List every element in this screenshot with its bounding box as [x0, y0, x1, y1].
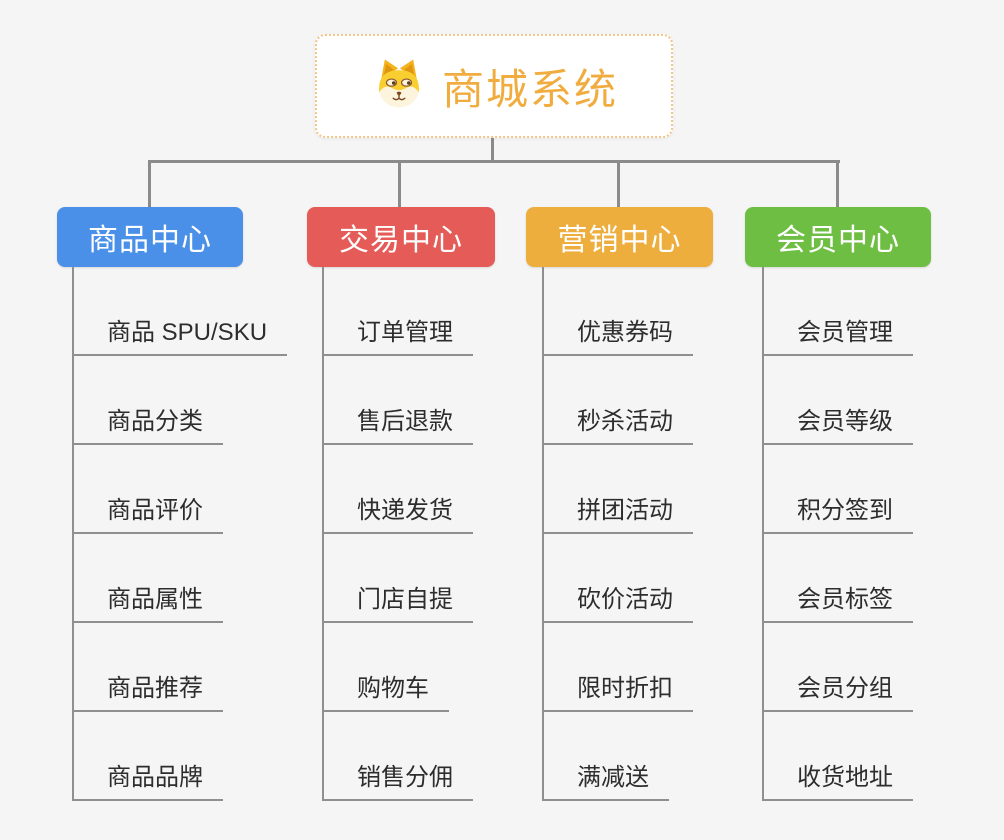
- branch-node-member-center[interactable]: 会员中心: [745, 207, 931, 267]
- leaf-item[interactable]: 收货地址: [762, 712, 913, 801]
- branch-node-marketing-center[interactable]: 营销中心: [526, 207, 713, 267]
- children-column-trade-center: 订单管理 售后退款 快递发货 门店自提 购物车 销售分佣: [322, 267, 473, 801]
- leaf-item[interactable]: 商品品牌: [72, 712, 223, 801]
- leaf-item[interactable]: 积分签到: [762, 445, 913, 534]
- leaf-item[interactable]: 拼团活动: [542, 445, 693, 534]
- leaf-item[interactable]: 商品 SPU/SKU: [72, 267, 288, 356]
- branch-node-product-center[interactable]: 商品中心: [57, 207, 243, 267]
- leaf-item[interactable]: 砍价活动: [542, 534, 693, 623]
- connector-drop-line: [836, 160, 839, 207]
- leaf-item[interactable]: 会员等级: [762, 356, 913, 445]
- root-topic-label: 商城系统: [441, 65, 618, 113]
- leaf-item[interactable]: 快递发货: [322, 445, 473, 534]
- leaf-item[interactable]: 门店自提: [322, 534, 473, 623]
- dog-face-icon: [370, 56, 428, 116]
- column-connector-line: [72, 267, 74, 801]
- connector-drop-line: [148, 160, 151, 207]
- column-connector-line: [322, 267, 324, 801]
- leaf-item[interactable]: 商品推荐: [72, 623, 223, 712]
- root-topic-node[interactable]: 商城系统: [315, 34, 673, 138]
- connector-rail-line: [148, 160, 840, 163]
- leaf-item[interactable]: 优惠券码: [542, 267, 693, 356]
- leaf-item[interactable]: 购物车: [322, 623, 449, 712]
- children-column-product-center: 商品 SPU/SKU 商品分类 商品评价 商品属性 商品推荐 商品品牌: [72, 267, 288, 801]
- leaf-item[interactable]: 秒杀活动: [542, 356, 693, 445]
- children-column-member-center: 会员管理 会员等级 积分签到 会员标签 会员分组 收货地址: [762, 267, 913, 801]
- leaf-item[interactable]: 会员管理: [762, 267, 913, 356]
- connector-drop-line: [617, 160, 620, 207]
- leaf-item[interactable]: 售后退款: [322, 356, 473, 445]
- leaf-item[interactable]: 会员标签: [762, 534, 913, 623]
- children-column-marketing-center: 优惠券码 秒杀活动 拼团活动 砍价活动 限时折扣 满减送: [542, 267, 693, 801]
- column-connector-line: [762, 267, 764, 801]
- column-connector-line: [542, 267, 544, 801]
- leaf-item[interactable]: 销售分佣: [322, 712, 473, 801]
- leaf-item[interactable]: 商品分类: [72, 356, 223, 445]
- leaf-item[interactable]: 商品属性: [72, 534, 223, 623]
- connector-drop-line: [398, 160, 401, 207]
- leaf-item[interactable]: 会员分组: [762, 623, 913, 712]
- leaf-item[interactable]: 限时折扣: [542, 623, 693, 712]
- branch-node-trade-center[interactable]: 交易中心: [307, 207, 495, 267]
- leaf-item[interactable]: 商品评价: [72, 445, 223, 534]
- leaf-item[interactable]: 订单管理: [322, 267, 473, 356]
- connector-stem-line: [491, 138, 494, 162]
- leaf-item[interactable]: 满减送: [542, 712, 669, 801]
